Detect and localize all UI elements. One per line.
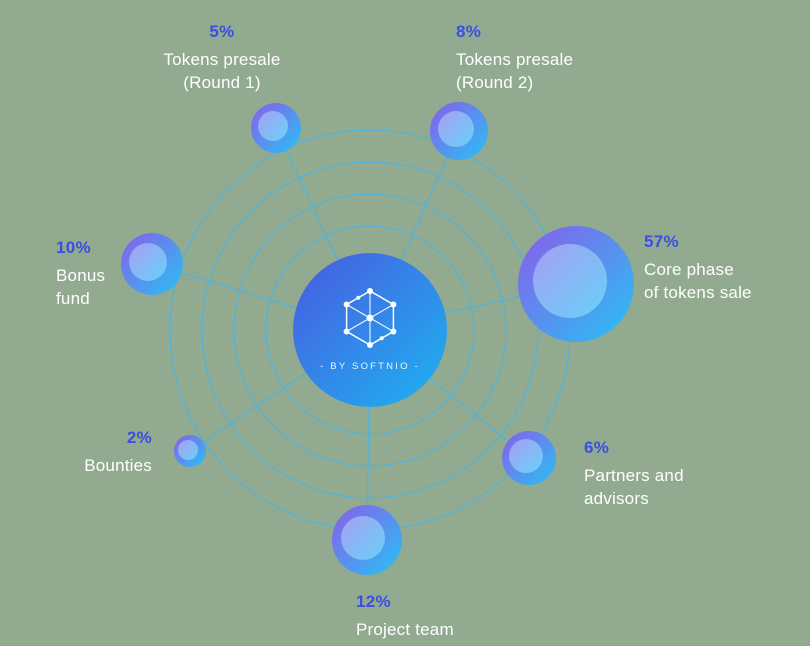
label-line: of tokens sale bbox=[644, 283, 752, 302]
label-tokens-presale-round2: 8% Tokens presale (Round 2) bbox=[456, 22, 626, 94]
node-inner-circle bbox=[533, 244, 607, 318]
label-line: advisors bbox=[584, 489, 649, 508]
label-core-phase: 57% Core phase of tokens sale bbox=[644, 232, 784, 304]
label-line: Tokens presale bbox=[163, 50, 281, 69]
node-project-team bbox=[332, 505, 402, 575]
percent-value: 6% bbox=[584, 438, 610, 457]
orbit-ring bbox=[201, 161, 539, 499]
percent-value: 12% bbox=[356, 592, 391, 611]
label-line: (Round 1) bbox=[183, 73, 261, 92]
node-inner-circle bbox=[438, 111, 474, 147]
node-bounties bbox=[174, 435, 206, 467]
orbit-ring bbox=[233, 193, 507, 467]
label-line: Bounties bbox=[84, 456, 152, 475]
label-project-team: 12% Project team bbox=[356, 592, 506, 641]
orbit-ring bbox=[265, 225, 475, 435]
node-bonus-fund bbox=[121, 233, 183, 295]
softnio-logo-icon bbox=[343, 288, 397, 348]
percent-value: 10% bbox=[56, 238, 91, 257]
node-presale-round1 bbox=[251, 103, 301, 153]
label-line: Project team bbox=[356, 620, 454, 639]
label-line: Core phase bbox=[644, 260, 734, 279]
label-line: Partners and bbox=[584, 466, 684, 485]
node-inner-circle bbox=[178, 440, 198, 460]
node-inner-circle bbox=[258, 111, 288, 141]
node-inner-circle bbox=[129, 243, 167, 281]
node-core-phase bbox=[518, 226, 634, 342]
node-inner-circle bbox=[509, 439, 543, 473]
node-presale-round2 bbox=[430, 102, 488, 160]
orbit-rings bbox=[169, 129, 571, 531]
label-bounties: 2% Bounties bbox=[58, 428, 152, 477]
brand-text: - BY SOFTNIO - bbox=[320, 361, 420, 372]
label-line: Tokens presale bbox=[456, 50, 574, 69]
node-inner-circle bbox=[341, 516, 385, 560]
label-line: Bonus bbox=[56, 266, 106, 285]
percent-value: 57% bbox=[644, 232, 679, 251]
label-line: fund bbox=[56, 289, 90, 308]
label-bonus-fund: 10% Bonus fund bbox=[56, 238, 166, 310]
percent-value: 2% bbox=[126, 428, 152, 447]
node-partners-advisors bbox=[502, 431, 556, 485]
label-tokens-presale-round1: 5% Tokens presale (Round 1) bbox=[132, 22, 312, 94]
label-line: (Round 2) bbox=[456, 73, 534, 92]
percent-value: 5% bbox=[209, 22, 235, 41]
percent-value: 8% bbox=[456, 22, 482, 41]
label-partners-advisors: 6% Partners and advisors bbox=[584, 438, 714, 510]
